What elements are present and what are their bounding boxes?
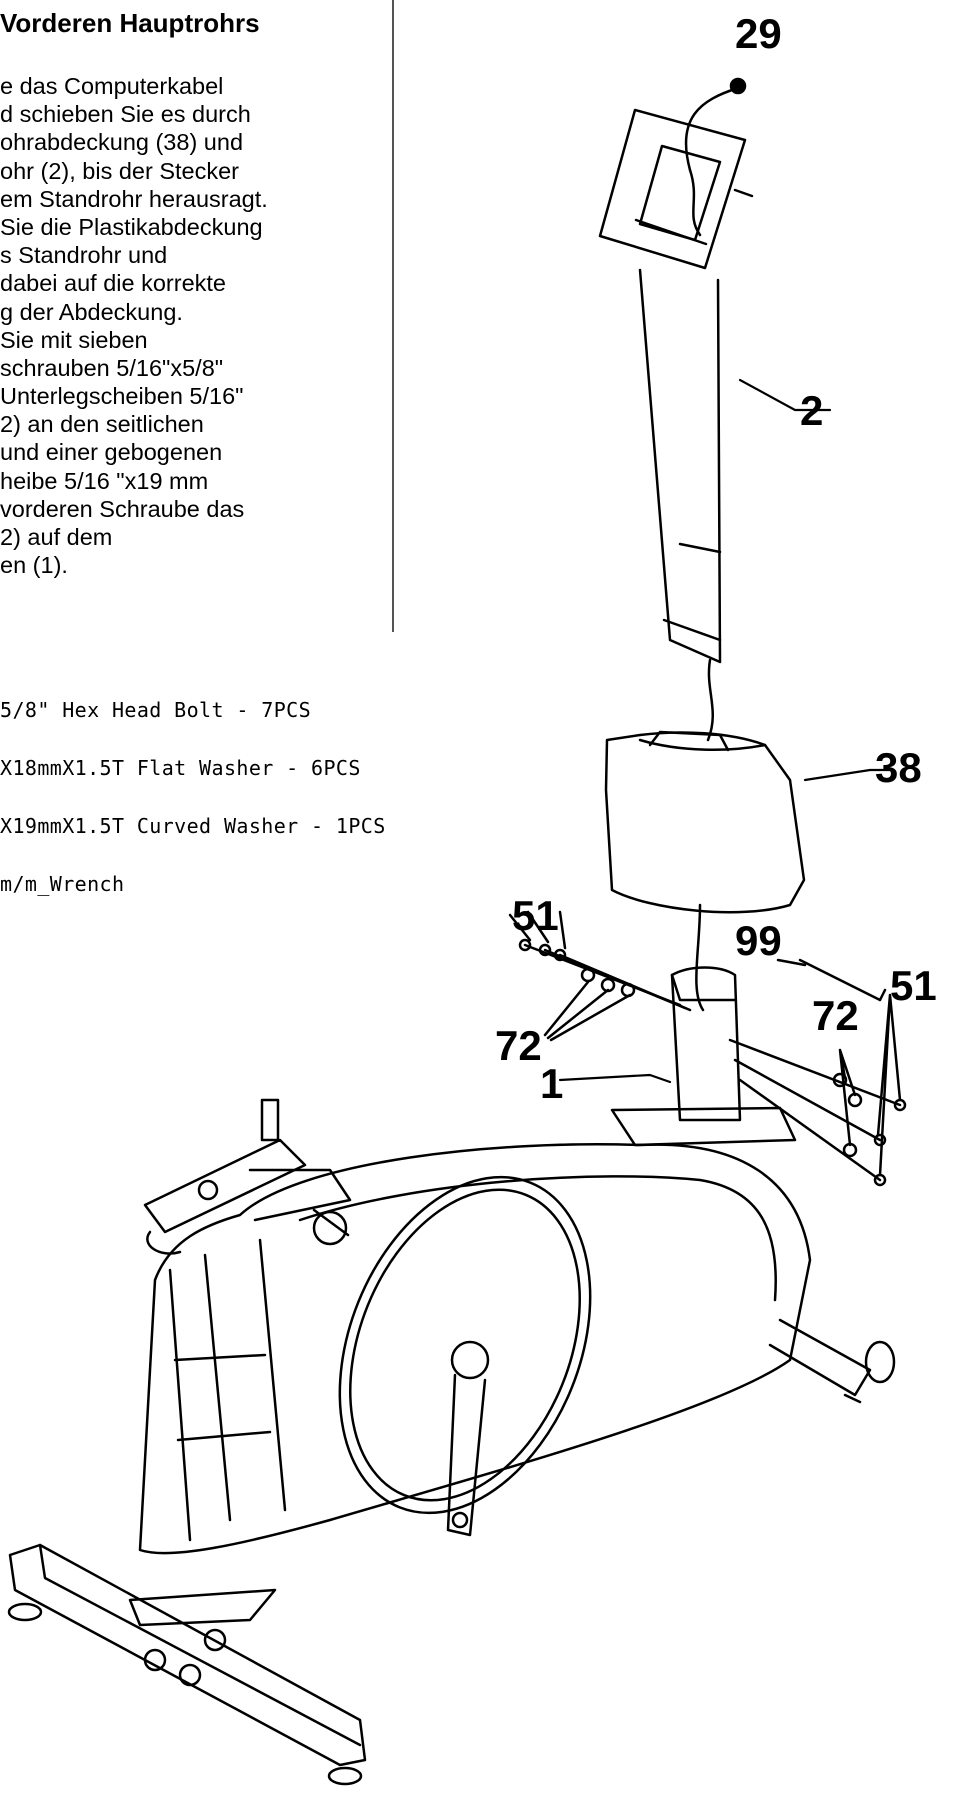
- instruction-line: d schieben Sie es durch: [0, 101, 251, 128]
- main-frame-post: [610, 966, 797, 1147]
- parts-list: 5/8" Hex Head Bolt - 7PCS X18mmX1.5T Fla…: [0, 698, 520, 930]
- bolts-and-washers-right: [728, 958, 907, 1187]
- bolts-and-washers-left: [508, 910, 692, 1042]
- instruction-line: schrauben 5/16"x5/8": [0, 354, 224, 381]
- rear-stabilizer: [768, 1318, 896, 1404]
- callout-38: 38: [875, 744, 922, 791]
- part-item-wrench: m/m_Wrench: [0, 872, 125, 896]
- instruction-line: vorderen Schraube das: [0, 495, 245, 522]
- instruction-line: ohr (2), bis der Stecker: [0, 157, 240, 184]
- cable-lower: [695, 903, 705, 1012]
- part-item-hex-bolt: 5/8" Hex Head Bolt - 7PCS: [0, 698, 312, 722]
- callout-99: 99: [735, 917, 782, 964]
- callout-51-right: 51: [890, 962, 937, 1009]
- flywheel: [338, 1175, 592, 1537]
- column-divider: [392, 0, 394, 632]
- instruction-line: Unterlegscheiben 5/16": [0, 383, 244, 410]
- instruction-line: ohrabdeckung (38) und: [0, 129, 244, 156]
- instruction-line: g der Abdeckung.: [0, 298, 183, 325]
- instruction-line: 2) auf dem: [0, 524, 113, 550]
- front-stabilizer: [7, 1543, 367, 1786]
- instruction-line: heibe 5/16 "x19 mm: [0, 467, 209, 494]
- callout-51-left: 51: [512, 892, 559, 939]
- instruction-line: Sie die Plastikabdeckung: [0, 213, 263, 240]
- instruction-line: en (1).: [0, 552, 68, 579]
- callout-29: 29: [735, 10, 782, 57]
- callout-leaders: [558, 378, 892, 1084]
- instruction-line: Sie mit sieben: [0, 326, 148, 353]
- callout-72-right: 72: [812, 992, 859, 1039]
- handlebar-mount: [143, 1098, 352, 1255]
- callout-2: 2: [800, 387, 823, 434]
- instruction-line: 2) an den seitlichen: [0, 411, 204, 438]
- instruction-line: dabei auf die korrekte: [0, 270, 227, 297]
- step-title: Vorderen Hauptrohrs: [0, 8, 260, 38]
- upright-tube: [598, 108, 754, 664]
- instruction-line: und einer gebogenen: [0, 439, 223, 466]
- instruction-line: s Standrohr und: [0, 242, 168, 269]
- callout-72-left: 72: [495, 1022, 542, 1069]
- part-item-flat-washer: X18mmX1.5T Flat Washer - 6PCS: [0, 756, 361, 780]
- bike-body-shroud: [138, 1143, 812, 1555]
- instruction-line: em Standrohr herausragt.: [0, 185, 268, 212]
- instruction-text: e das Computerkabel d schieben Sie es du…: [0, 72, 390, 579]
- tube-cover: [604, 658, 806, 914]
- part-item-curved-washer: X19mmX1.5T Curved Washer - 1PCS: [0, 814, 386, 838]
- instruction-line: e das Computerkabel: [0, 73, 224, 99]
- callout-1: 1: [540, 1060, 563, 1107]
